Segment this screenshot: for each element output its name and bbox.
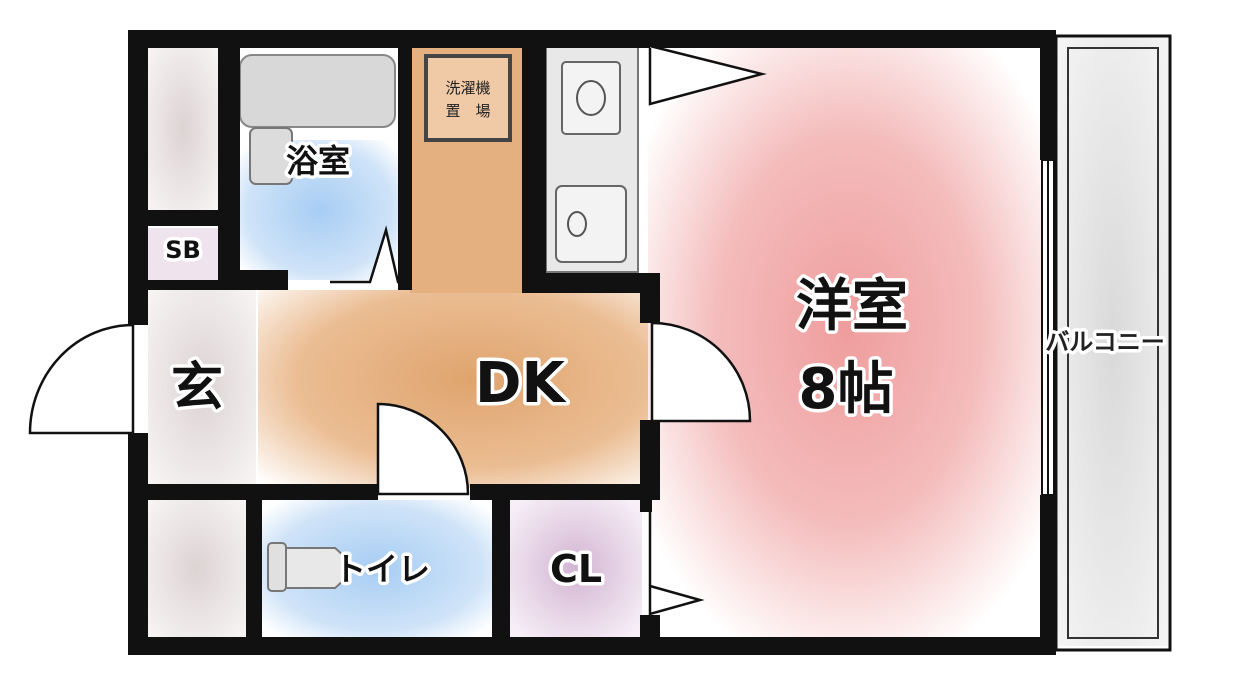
balcony-floor bbox=[1058, 36, 1168, 646]
balcony-inner bbox=[1067, 47, 1159, 639]
western-room-floor bbox=[648, 45, 1048, 637]
entrance-floor bbox=[148, 288, 256, 484]
entrance-door bbox=[28, 323, 135, 435]
entrance-label: 玄 bbox=[171, 358, 223, 418]
bath-tub bbox=[239, 54, 396, 128]
walls bbox=[128, 30, 1056, 655]
kitchen-sink bbox=[555, 185, 627, 263]
toilet-tank bbox=[267, 542, 287, 592]
balcony-outline bbox=[1054, 34, 1172, 652]
storage-top-floor bbox=[148, 48, 218, 210]
balcony-label: バルコニー bbox=[1045, 328, 1165, 356]
western-door bbox=[650, 321, 752, 423]
storage-bottom-floor bbox=[148, 500, 246, 637]
bath-washbasin bbox=[249, 127, 293, 185]
bath-folding-door bbox=[330, 225, 400, 284]
bath-label: 浴室 bbox=[286, 142, 350, 180]
kitchen-stove bbox=[561, 61, 621, 135]
closet-floor bbox=[510, 500, 642, 637]
western-room-name: 洋室 bbox=[796, 274, 908, 339]
toilet-bowl-icon bbox=[285, 547, 349, 589]
sink-drain-icon bbox=[567, 211, 587, 237]
western-room-size: 8帖 bbox=[799, 357, 894, 422]
shoebox-floor bbox=[148, 228, 218, 280]
shoebox-label: SB bbox=[165, 236, 201, 264]
dk-label: DK bbox=[475, 351, 567, 416]
closet-label: CL bbox=[550, 547, 602, 591]
stove-burner-icon bbox=[576, 80, 606, 116]
toilet-label: トイレ bbox=[334, 550, 430, 588]
washer-space-box bbox=[424, 54, 512, 142]
toilet-door bbox=[376, 402, 470, 496]
closet-folding-door bbox=[648, 512, 705, 616]
western-folding-door-top bbox=[648, 44, 767, 106]
washer-label-line1: 洗濯機 bbox=[445, 79, 490, 97]
washer-label-line2: 置 場 bbox=[445, 102, 490, 120]
